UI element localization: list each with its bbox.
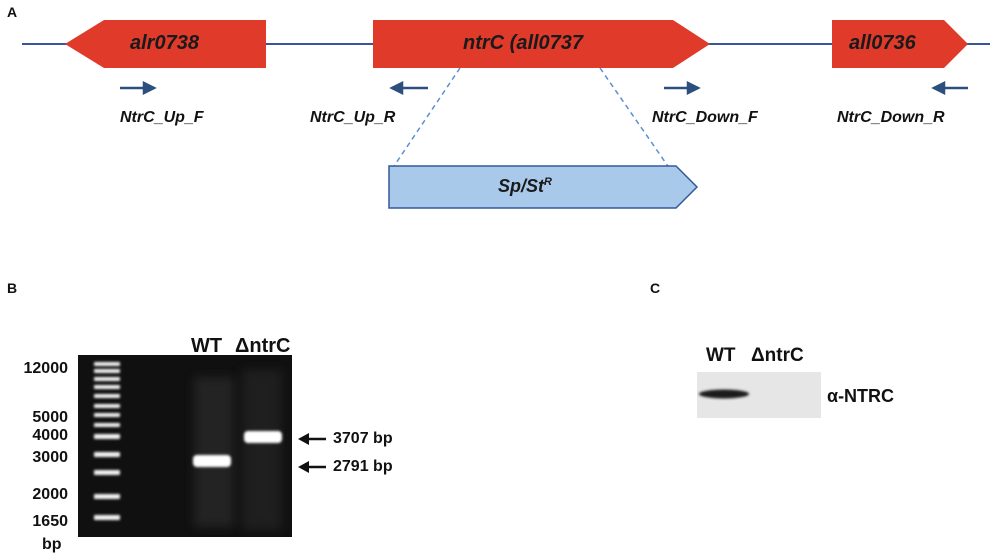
gel-lane-label-wt: WT <box>191 335 223 357</box>
primer-label-up-r: NtrC_Up_R <box>310 109 396 126</box>
blot-lane-label-mutant: ΔntrC <box>751 345 804 366</box>
primer-label-down-f: NtrC_Down_F <box>652 109 758 126</box>
gene-all0736-arrow <box>832 20 968 68</box>
ladder-unit-label: bp <box>42 536 62 553</box>
gel-lane-label-mutant: ΔntrC <box>235 335 291 357</box>
primer-label-down-r: NtrC_Down_R <box>837 109 945 126</box>
mutant-band <box>244 431 282 443</box>
primer-up-f-arrowhead <box>142 80 157 96</box>
band-size-3707: 3707 bp <box>333 430 393 447</box>
insertion-dash-right <box>599 67 673 173</box>
ladder-label-12000: 12000 <box>23 360 69 377</box>
ladder-label-3000: 3000 <box>32 449 68 466</box>
panel-label-b: B <box>7 280 18 296</box>
antibody-label: α-NTRC <box>827 386 895 406</box>
mutant-lane-smear <box>242 370 282 530</box>
ladder-bands <box>94 362 120 520</box>
wt-lane-smear <box>194 377 234 527</box>
band-pointer-arrows <box>298 433 326 473</box>
ladder-label-1650: 1650 <box>32 513 68 530</box>
gene-ntrc-arrow <box>373 20 710 68</box>
ladder-label-2000: 2000 <box>32 486 68 503</box>
gene-label-ntrc: ntrC (all0737 <box>463 32 584 54</box>
cassette-label: Sp/StR <box>498 176 552 196</box>
gene-label-alr0738: alr0738 <box>130 32 199 54</box>
gene-alr0738-arrow <box>65 20 266 68</box>
panel-label-c: C <box>650 280 661 296</box>
primer-down-r-arrowhead <box>931 80 946 96</box>
agarose-gel <box>78 355 292 537</box>
panel-label-a: A <box>7 4 18 20</box>
ladder-label-5000: 5000 <box>32 409 68 426</box>
primer-up-r-arrowhead <box>389 80 404 96</box>
wt-blot-band <box>699 389 749 399</box>
blot-lane-label-wt: WT <box>706 345 736 366</box>
cassette-arrow <box>388 165 699 209</box>
primer-down-f-arrowhead <box>686 80 701 96</box>
wt-band <box>193 455 231 467</box>
western-blot <box>697 372 821 418</box>
primer-label-up-f: NtrC_Up_F <box>120 109 204 126</box>
gene-map <box>22 20 990 209</box>
band-size-2791: 2791 bp <box>333 458 393 475</box>
ladder-label-4000: 4000 <box>32 427 68 444</box>
gene-label-all0736: all0736 <box>849 32 916 54</box>
insertion-dash-left <box>389 67 461 173</box>
